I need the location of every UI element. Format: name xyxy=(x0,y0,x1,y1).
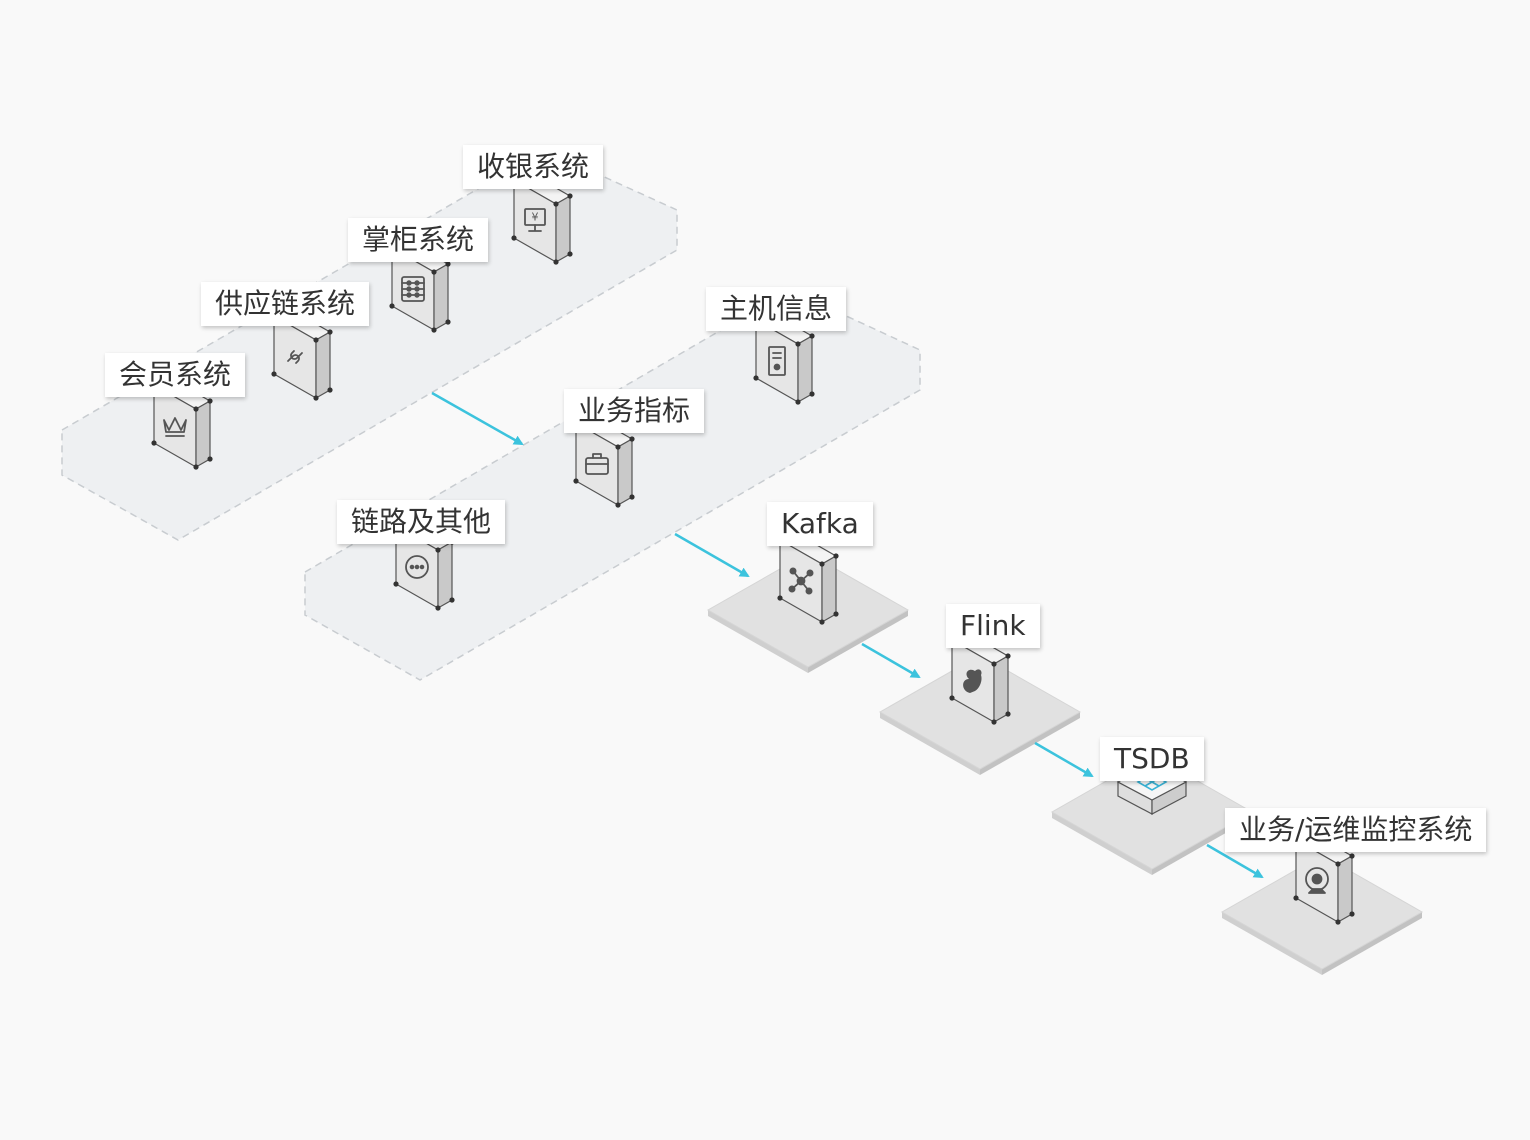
arrow-tsdb-to-monitoring xyxy=(1206,843,1264,879)
cash-register-icon: ¥ xyxy=(524,208,546,232)
label-shopkeeper: 掌柜系统 xyxy=(348,218,489,262)
arrow-kafka-to-flink xyxy=(861,642,921,679)
briefcase-icon xyxy=(585,453,609,475)
label-kafka: Kafka xyxy=(767,502,873,546)
flow-arrows xyxy=(431,391,1264,879)
arrow-flink-to-tsdb xyxy=(1034,741,1094,778)
label-cash-register: 收银系统 xyxy=(463,145,604,189)
label-monitoring: 业务/运维监控系统 xyxy=(1225,808,1487,852)
arrow-sources-to-categories xyxy=(431,391,524,446)
crown-icon xyxy=(163,417,187,437)
abacus-icon xyxy=(401,276,425,302)
svg-text:¥: ¥ xyxy=(532,211,539,224)
label-host-info: 主机信息 xyxy=(706,287,847,331)
arrow-categories-to-kafka xyxy=(674,532,750,578)
label-flink: Flink xyxy=(946,604,1040,648)
link-icon xyxy=(287,350,303,364)
label-supply-chain: 供应链系统 xyxy=(201,282,370,326)
label-membership: 会员系统 xyxy=(105,353,246,397)
host-server-icon xyxy=(768,346,786,376)
label-trace-and-others: 链路及其他 xyxy=(337,500,506,544)
kafka-icon xyxy=(788,567,814,595)
label-tsdb: TSDB xyxy=(1100,737,1204,781)
more-dots-icon xyxy=(405,555,429,579)
flink-squirrel-icon xyxy=(963,669,982,693)
label-business-metrics: 业务指标 xyxy=(564,389,705,433)
webcam-icon xyxy=(1305,867,1329,894)
